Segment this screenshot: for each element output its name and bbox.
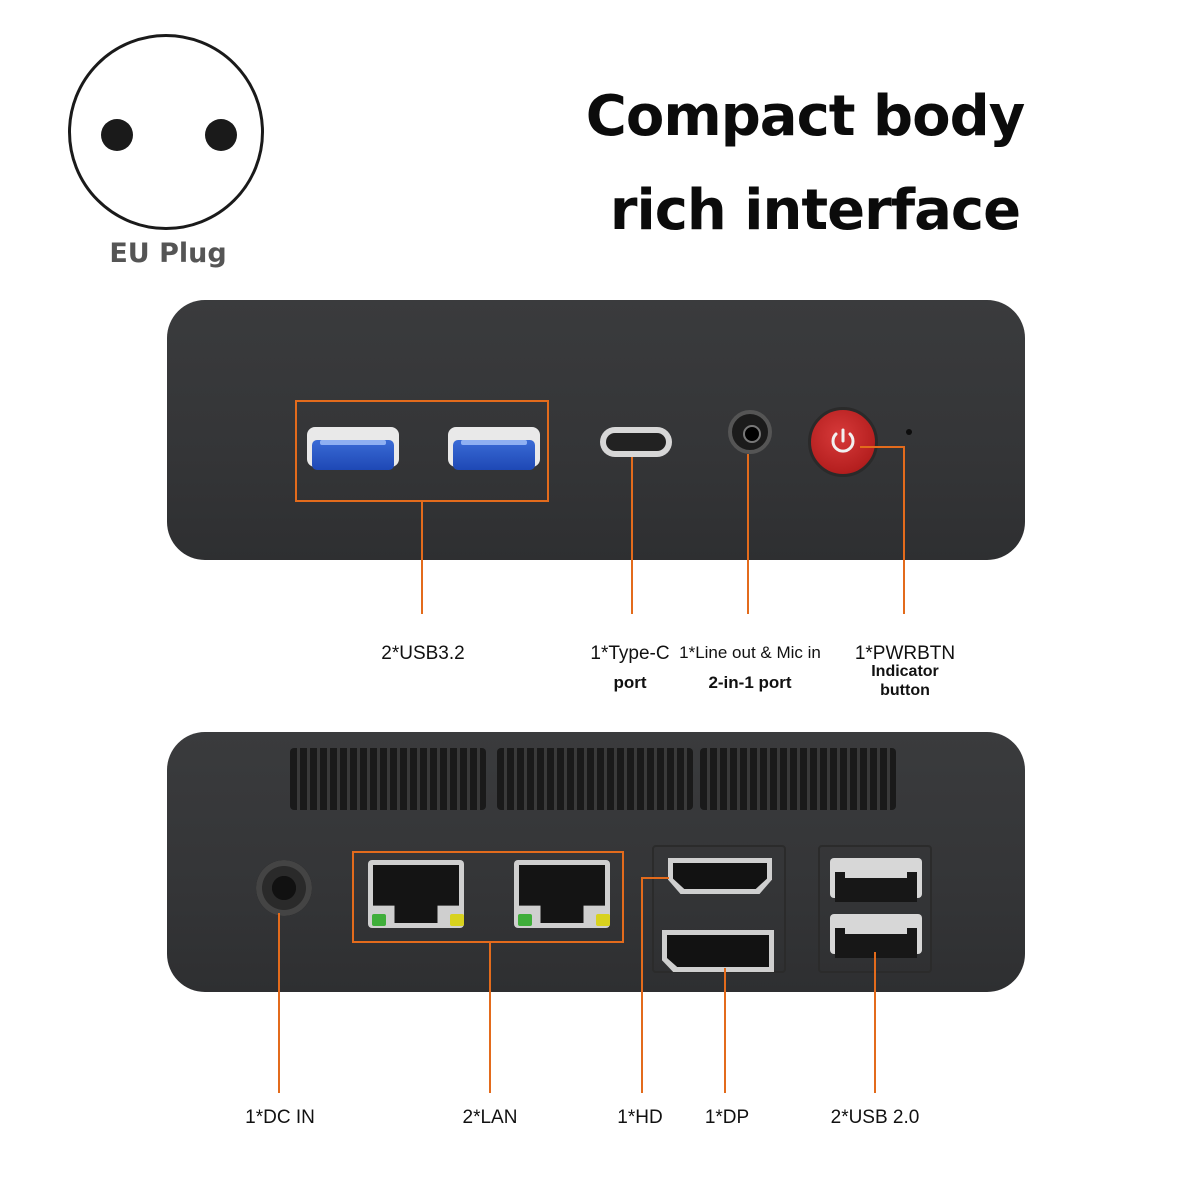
label-typec-sub: port — [613, 673, 647, 692]
usb20-port-1 — [830, 858, 922, 902]
label-audio: 1*Line out & Mic in — [679, 643, 821, 662]
audio-leader — [747, 454, 749, 614]
label-power-sub1: Indicator — [871, 663, 939, 680]
lan-2-led-green — [518, 914, 532, 926]
lan-leader — [489, 943, 491, 1093]
typec-leader — [631, 457, 633, 614]
eu-plug-icon — [68, 34, 264, 230]
usb20-leader — [874, 952, 876, 1093]
indicator-led — [906, 429, 912, 435]
vent-center — [497, 748, 693, 810]
usb20-port-2 — [830, 914, 922, 958]
label-audio-sub: 2-in-1 port — [708, 673, 792, 692]
label-dc-in: 1*DC IN — [245, 1107, 315, 1128]
label-typec: 1*Type-C — [590, 643, 670, 664]
type-c-port — [600, 427, 672, 457]
usb32-highlight-box — [295, 400, 549, 502]
power-leader-horizontal — [860, 446, 904, 448]
power-icon — [831, 428, 855, 453]
label-dp: 1*DP — [704, 1107, 750, 1128]
label-power: 1*PWRBTN — [854, 643, 956, 664]
plug-label: EU Plug — [109, 238, 227, 269]
usb32-port-1 — [307, 427, 399, 470]
plug-pin-left — [101, 119, 133, 151]
label-power-sub2: button — [880, 682, 930, 699]
dp-leader — [724, 968, 726, 1093]
label-lan: 2*LAN — [462, 1107, 518, 1128]
usb32-leader — [421, 502, 423, 614]
plug-pin-right — [205, 119, 237, 151]
label-hd: 1*HD — [617, 1107, 663, 1128]
hd-leader-vertical — [641, 877, 643, 1093]
headline-line-2: rich interface — [609, 178, 1021, 243]
label-usb20: 2*USB 2.0 — [830, 1107, 920, 1128]
vent-right — [700, 748, 896, 810]
usb32-port-2 — [448, 427, 540, 470]
hd-leader-horizontal — [641, 877, 669, 879]
lan-1-led-yellow — [450, 914, 464, 926]
audio-jack — [728, 410, 772, 454]
hdmi-port — [668, 858, 772, 894]
headline-line-1: Compact body — [585, 84, 1025, 149]
vent-left — [290, 748, 486, 810]
video-port-zone — [652, 845, 786, 973]
lan-highlight-box — [352, 851, 624, 943]
lan-1-led-green — [372, 914, 386, 926]
dc-leader — [278, 913, 280, 1093]
power-button — [808, 407, 878, 477]
label-usb32: 2*USB3.2 — [381, 643, 465, 664]
dc-jack — [256, 860, 312, 916]
lan-2-led-yellow — [596, 914, 610, 926]
power-leader-vertical — [903, 446, 905, 614]
displayport-port — [662, 930, 774, 972]
